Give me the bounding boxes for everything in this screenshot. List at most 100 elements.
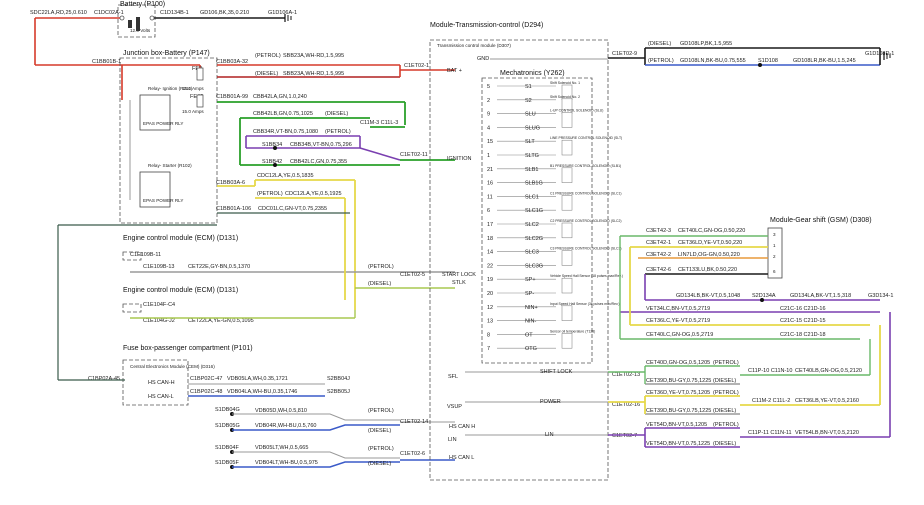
gsm-pin-3: 3 bbox=[773, 232, 776, 237]
tcm-pin-ign: IGNITION bbox=[447, 156, 471, 162]
battery-wire-sdc: SDC22LA,RD,25,0.610 bbox=[30, 10, 87, 16]
wire-diesel-tag-2: (DIESEL) bbox=[325, 111, 348, 117]
gnd-splice: S1D108 bbox=[758, 58, 778, 64]
gsm-wire-3: LIN7LD,OG-GN,0.50,220 bbox=[678, 252, 740, 258]
wire-petrol-tag-3: (PETROL) bbox=[257, 191, 283, 197]
mech-pin-number: 15 bbox=[487, 139, 493, 145]
solenoid-icon bbox=[561, 112, 573, 128]
mech-pin-label: OTG bbox=[525, 346, 537, 352]
mech-pin-number: 6 bbox=[487, 208, 490, 214]
ecm1-conn-1: C1E109B-11 bbox=[130, 252, 161, 258]
tcm-conn-9: C1ET02-9 bbox=[612, 51, 637, 57]
gsm-conn-6: C3ET42-6 bbox=[646, 267, 671, 273]
gnd-petrol-tag: (PETROL) bbox=[648, 58, 674, 64]
rw-1: CET40D,GN-OG,0.5,1205 bbox=[646, 360, 710, 366]
fusebox-title: Fuse box-passenger compartment (P101) bbox=[123, 345, 253, 352]
mech-pin-label: SLC1G bbox=[525, 208, 543, 214]
junction-title: Junction box-Battery (P147) bbox=[123, 50, 210, 57]
tcm-pin-hsh: HS CAN H bbox=[449, 424, 475, 430]
wire-can-3 bbox=[232, 451, 400, 459]
jb-conn-in: C1BB01B-1 bbox=[92, 59, 121, 65]
mech-pin-label: SLB1 bbox=[525, 167, 538, 173]
solenoid-icon bbox=[561, 250, 573, 266]
wire-can-1 bbox=[232, 413, 400, 421]
wire-cbb34r: CBB34R,VT-BN,0.75,1080 bbox=[253, 129, 318, 135]
gsm-conn-1: C3ET42-1 bbox=[646, 240, 671, 246]
rw-c2: C11M-2 C11L-2 bbox=[752, 398, 790, 404]
gsm-wire-6: GD134LA,BK-VT,1.5,318 bbox=[790, 293, 851, 299]
ecm2-box bbox=[122, 303, 142, 313]
tcm-pin-vsup: VSUP bbox=[447, 404, 462, 410]
solenoid-icon bbox=[561, 222, 573, 239]
mech-pin-label: SP+ bbox=[525, 277, 536, 283]
gsm-wire-5: GD134LB,BK-VT,0.5,1048 bbox=[676, 293, 740, 299]
tcm-shiftlock: SHIFT LOCK bbox=[540, 369, 573, 375]
ecm2-wire: CET22LA,YE-GN,0.5,1095 bbox=[188, 318, 254, 324]
mech-pin-number: 16 bbox=[487, 181, 493, 187]
gnd-diesel-tag: (DIESEL) bbox=[648, 41, 671, 47]
mech-pin-label: SLTG bbox=[525, 153, 539, 159]
battery-ground: G1D106A-1 bbox=[268, 10, 297, 16]
ecm1-wire: CET22E,GY-BN,0.5,1370 bbox=[188, 264, 250, 270]
tcm-conn-13: C1ET02-13 bbox=[612, 372, 640, 378]
ecm2-conn-2: C1E104G-J2 bbox=[143, 318, 175, 324]
rw-9: VET54D,BN-VT,0.75,1225 bbox=[646, 441, 710, 447]
tcm-pin-start: START LOCK bbox=[442, 272, 476, 278]
fuse-fe2-amps: 15.0 Amps bbox=[182, 86, 204, 91]
mech-pin-label: SLC3G bbox=[525, 263, 543, 269]
mech-pin-label: SP- bbox=[525, 291, 534, 297]
cem-hs-can-h: HS CAN-H bbox=[148, 380, 175, 386]
tcm-box bbox=[429, 39, 609, 481]
mech-pin-number: 18 bbox=[487, 236, 493, 242]
mech-pin-description: L-UP CONTROL SOLENOID (SLU) bbox=[550, 109, 603, 113]
gsm-conn-16: C21C-16 C21D-16 bbox=[780, 306, 826, 312]
fuse-fe42-amps: 15.0 Amps bbox=[182, 109, 204, 114]
tcm-conn-11: C1ET02-11 bbox=[400, 152, 428, 158]
can-petrol-1: (PETROL) bbox=[368, 408, 394, 414]
tcm-conn-1: C1ET02-1 bbox=[404, 63, 429, 69]
rw-p1: (PETROL) bbox=[713, 360, 739, 366]
mech-pin-number: 21 bbox=[487, 167, 493, 173]
relay-starter-sub: EPAS POWER RLY bbox=[143, 198, 183, 203]
mech-pin-label: SLC3 bbox=[525, 250, 539, 256]
tcm-conn-14: C1ET02-14 bbox=[400, 419, 428, 425]
gnd-wire-2: GD108LN,BK-BU,0.75,555 bbox=[680, 58, 746, 64]
can-petrol-2: (PETROL) bbox=[368, 446, 394, 452]
can-diesel-1: (DIESEL) bbox=[368, 428, 391, 434]
splice-s1db05g: S1DB05G bbox=[215, 423, 240, 429]
gsm-wire-8: CET36LC,YE-VT,0.5,2719 bbox=[646, 318, 710, 324]
rw-3: CET39D,BU-GY,0.75,1225 bbox=[646, 378, 711, 384]
splice-s2bb04j: S2BB04J bbox=[327, 376, 350, 382]
splice-s1bb42: S1BB42 bbox=[262, 159, 282, 165]
tcm-conn-5: C1ET02-5 bbox=[400, 272, 425, 278]
tcm-pin-bat: BAT + bbox=[447, 68, 462, 74]
splice-dot-s1bb34 bbox=[273, 146, 277, 150]
mech-pin-label: SLC2 bbox=[525, 222, 539, 228]
battery-voltage: 12.0 Volts bbox=[130, 28, 151, 33]
splice-s1db04g: S1DB04G bbox=[215, 407, 240, 413]
gsm-conn-3: C3ET42-3 bbox=[646, 228, 671, 234]
wire-vt-ign bbox=[359, 147, 401, 161]
gnd-wire-3: GD108LR,BK-BU,1.5,245 bbox=[793, 58, 856, 64]
mech-pin-number: 22 bbox=[487, 263, 493, 269]
wire-cdc12lb: CDC12LA,YE,0.5,1925 bbox=[285, 191, 342, 197]
battery-conn-1: C1DC02A-1 bbox=[94, 10, 124, 16]
relay-ignition-sub: EPAS POWER RLY bbox=[143, 121, 183, 126]
tcm-sub: Transmission control module (D307) bbox=[437, 43, 511, 48]
tcm-lin-label: LIN bbox=[545, 432, 554, 438]
fuse-fe42-icon bbox=[196, 94, 204, 108]
gsm-title: Module-Gear shift (GSM) (D308) bbox=[770, 217, 872, 224]
jb-conn-a106: C1BB01A-106 bbox=[216, 206, 251, 212]
mech-pin-label: NIN+ bbox=[525, 305, 538, 311]
battery-symbol-2 bbox=[136, 17, 140, 31]
tcm-pin-lin: LIN bbox=[448, 437, 457, 443]
solenoid-icon bbox=[561, 139, 573, 156]
mech-pin-label: OT bbox=[525, 332, 533, 338]
cem-label: Central Electronics Module (CEM) (D316) bbox=[130, 364, 215, 369]
splice-s1db05f: S1DB05F bbox=[215, 460, 239, 466]
mech-pin-description: LINE PRESSURE CONTROL SOLENOID (SLT) bbox=[550, 136, 622, 140]
tcm-pin-hsl: HS CAN L bbox=[449, 455, 474, 461]
battery-box bbox=[117, 4, 156, 38]
battery-symbol bbox=[128, 20, 132, 28]
